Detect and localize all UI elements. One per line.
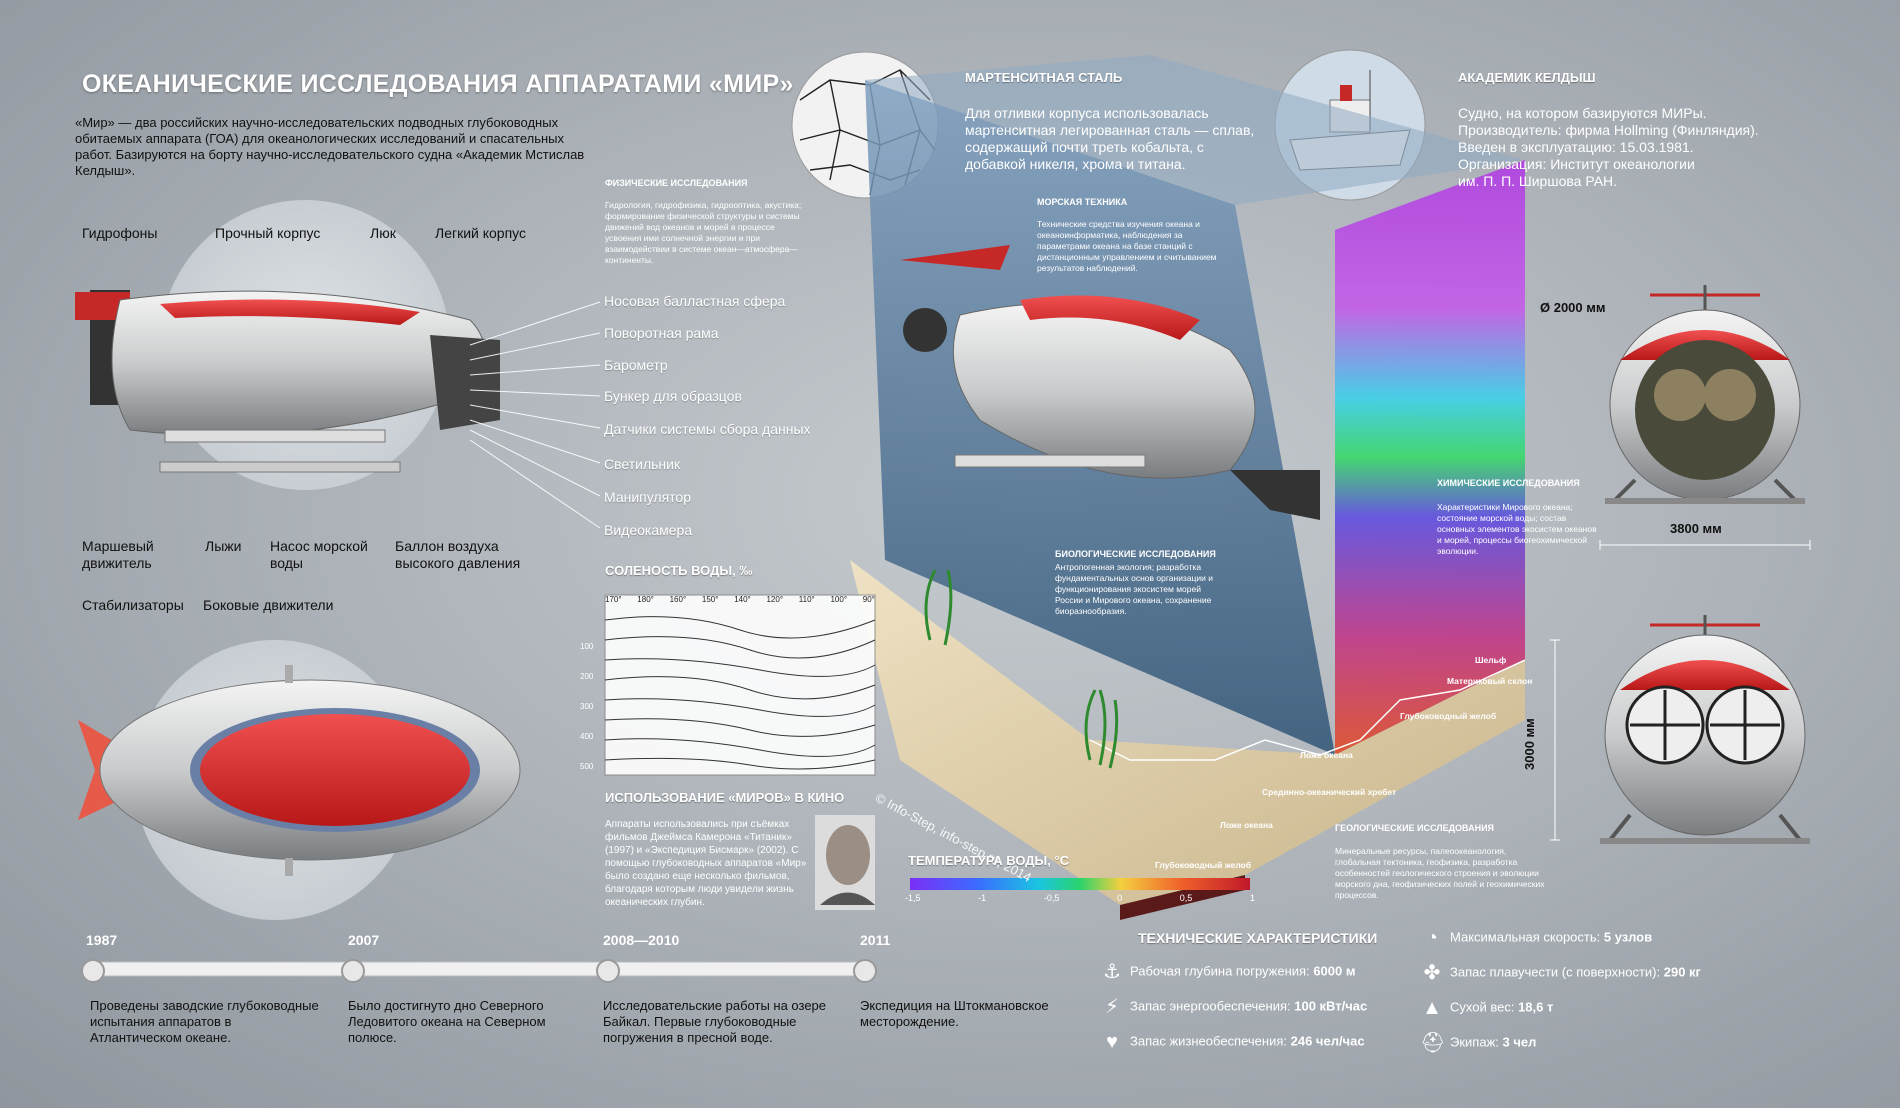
biological-heading: БИОЛОГИЧЕСКИЕ ИССЛЕДОВАНИЯ <box>1055 549 1216 559</box>
ocean-cube <box>850 55 1526 920</box>
physical-text: Гидрология, гидрофизика, гидрооптика, ак… <box>605 200 802 265</box>
marine-tech-heading: МОРСКАЯ ТЕХНИКА <box>1037 197 1128 207</box>
physical-heading: ФИЗИЧЕСКИЕ ИССЛЕДОВАНИЯ <box>605 178 748 188</box>
top-view-submarine <box>78 665 521 876</box>
label-air-tank: Баллон воздуха высокого давления <box>395 538 521 571</box>
label-skids: Лыжи <box>205 538 242 554</box>
keldysh-heading: АКАДЕМИК КЕЛДЫШ <box>1458 70 1596 85</box>
label-pressure-hull: Прочный корпус <box>215 225 321 241</box>
label-rotating-frame: Поворотная рама <box>604 325 719 341</box>
spec-depth: ⚓Рабочая глубина погружения: 6000 м <box>1100 960 1355 984</box>
cube-submarine <box>900 245 1320 520</box>
label-hatch: Люк <box>370 225 396 241</box>
cinema-text: Аппараты использовались при съёмках филь… <box>605 819 807 908</box>
label-sample-bunker: Бункер для образцов <box>604 388 742 404</box>
timeline-marker[interactable] <box>853 959 877 983</box>
label-hydrophones: Гидрофоны <box>82 225 158 241</box>
intro-text: «Мир» — два российских научно-исследоват… <box>75 115 585 178</box>
timeline-year-2: 2007 <box>348 932 380 948</box>
seabed-trench-1: Глубоководный желоб <box>1400 711 1497 721</box>
specs-heading: ТЕХНИЧЕСКИЕ ХАРАКТЕРИСТИКИ <box>1138 930 1378 946</box>
steel-text: Для отливки корпуса использовалась марте… <box>965 105 1255 172</box>
label-stabilizers: Стабилизаторы <box>82 597 184 613</box>
weight-icon: ▲ <box>1422 997 1442 1019</box>
spec-buoyancy: ✤Запас плавучести (с поверхности): 290 к… <box>1420 961 1701 985</box>
label-data-sensors: Датчики системы сбора данных <box>604 421 811 437</box>
label-barometer: Барометр <box>604 357 668 373</box>
spec-energy: ⚡Запас энергообеспечения: 100 кВт/час <box>1100 995 1367 1019</box>
heartbeat-icon: ♥ <box>1106 1031 1118 1053</box>
chemical-heading: ХИМИЧЕСКИЕ ИССЛЕДОВАНИЯ <box>1437 478 1580 488</box>
dimension-diameter: Ø 2000 мм <box>1540 300 1606 315</box>
page-title: ОКЕАНИЧЕСКИЕ ИССЛЕДОВАНИЯ АППАРАТАМИ «МИ… <box>82 70 794 98</box>
label-bow-ballast-sphere: Носовая балластная сфера <box>604 293 786 309</box>
dimension-height: 3000 мм <box>1522 718 1537 770</box>
timeline-text-4: Экспедиция на Штокмановское месторождени… <box>860 998 1049 1029</box>
label-manipulator: Манипулятор <box>604 489 692 505</box>
spec-crew: ⛑Экипаж: 3 чел <box>1420 1032 1537 1054</box>
front-view-submarine <box>1605 285 1805 504</box>
biological-text: Антропогенная экология; разработка фунда… <box>1055 562 1214 616</box>
director-portrait <box>815 815 875 910</box>
speedometer-icon: ◔ <box>1425 927 1439 949</box>
timeline-text-1: Проведены заводские глубоководные испыта… <box>90 998 319 1045</box>
spec-weight: ▲Сухой вес: 18,6 т <box>1420 996 1553 1020</box>
label-side-thrusters: Боковые движители <box>203 597 334 613</box>
propeller-icon: ✤ <box>1423 962 1441 984</box>
seabed-trench-2: Глубоководный желоб <box>1155 860 1252 870</box>
lightning-icon: ⚡ <box>1104 996 1120 1018</box>
seabed-ocean-floor-2: Ложе океана <box>1220 820 1273 830</box>
seabed-mid-ridge: Срединно-океанический хребет <box>1262 787 1397 797</box>
timeline-marker[interactable] <box>81 959 105 983</box>
timeline-year-3: 2008—2010 <box>603 932 680 948</box>
timeline-bar <box>89 961 871 977</box>
steel-heading: МАРТЕНСИТНАЯ СТАЛЬ <box>965 70 1123 85</box>
timeline-text-3: Исследовательские работы на озере Байкал… <box>603 998 827 1045</box>
captain-hat-icon: ⛑ <box>1420 1032 1446 1054</box>
seabed-slope: Материковый склон <box>1447 676 1533 686</box>
geological-heading: ГЕОЛОГИЧЕСКИЕ ИССЛЕДОВАНИЯ <box>1335 823 1495 833</box>
seabed-shelf: Шельф <box>1475 655 1507 665</box>
geological-text: Минеральные ресурсы, палеоокеанология, г… <box>1335 846 1545 900</box>
keldysh-info: Судно, на котором базируются МИРы. Произ… <box>1458 105 1759 189</box>
anchor-icon: ⚓ <box>1103 961 1121 983</box>
label-video-camera: Видеокамера <box>604 522 693 538</box>
timeline-year-4: 2011 <box>860 932 891 948</box>
chemical-text: Характеристики Мирового океана; состояни… <box>1437 502 1597 556</box>
temperature-heading: ТЕМПЕРАТУРА ВОДЫ, °С <box>908 853 1070 868</box>
label-light-hull: Легкий корпус <box>435 225 527 241</box>
dimension-width: 3800 мм <box>1670 521 1722 536</box>
timeline-marker[interactable] <box>596 959 620 983</box>
salinity-heading: СОЛЕНОСТЬ ВОДЫ, ‰ <box>605 563 753 578</box>
label-seawater-pump: Насос морской воды <box>270 538 368 571</box>
salinity-x-ticks: 170°180°160° 150°140°120° 110°100°90° <box>605 595 875 604</box>
seabed-ocean-floor-1: Ложе океана <box>1300 750 1353 760</box>
timeline-marker[interactable] <box>341 959 365 983</box>
spec-life-support: ♥Запас жизнеобеспечения: 246 чел/час <box>1100 1030 1365 1054</box>
label-light: Светильник <box>604 456 681 472</box>
side-view-submarine <box>75 290 500 473</box>
label-main-thruster: Маршевый движитель <box>82 538 154 571</box>
timeline-year-1: 1987 <box>86 932 118 948</box>
marine-tech-text: Технические средства изучения океана и о… <box>1037 219 1217 273</box>
timeline-text-2: Было достигнуто дно Северного Ледовитого… <box>348 998 546 1045</box>
cinema-heading: ИСПОЛЬЗОВАНИЕ «МИРОВ» В КИНО <box>605 790 845 805</box>
salinity-chart <box>604 594 876 776</box>
rear-view-submarine <box>1600 615 1810 844</box>
spec-speed: ◔Максимальная скорость: 5 узлов <box>1420 926 1652 950</box>
temperature-scale-bar <box>910 878 1250 890</box>
